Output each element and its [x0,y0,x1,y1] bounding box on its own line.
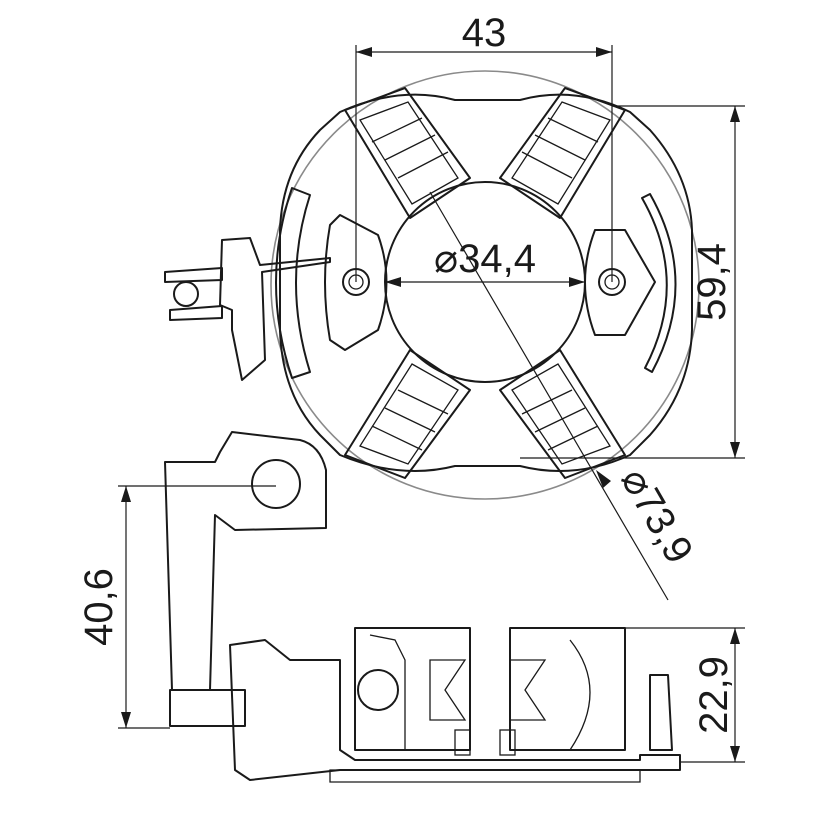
base-plate [279,93,693,473]
left-spring-cover [275,187,311,379]
dimension-label-43: 43 [462,11,507,55]
right-ear [584,229,656,336]
brush-holder-top-right [499,87,626,219]
terminal-hole [251,459,301,509]
side-view-right [229,627,681,783]
dimension-22-9: 22,9 [625,627,745,763]
holder-block-right [509,627,626,751]
side-view-left [164,431,327,727]
base-profile [229,639,681,781]
terminal-connector [164,237,331,381]
top-view [164,70,700,601]
terminal-bracket [164,431,327,691]
left-ear [324,214,388,351]
dimension-40-6: 40,6 [77,485,276,729]
dimension-73-9: ⌀73,9 [596,461,701,571]
brush-holder-bottom-left [344,349,471,479]
holder-block-left [354,627,471,751]
dimension-label-73-9: ⌀73,9 [612,461,701,571]
dimension-label-40-6: 40,6 [77,568,121,646]
dimension-label-22-9: 22,9 [692,656,736,734]
dimension-label-bore: ⌀34,4 [434,237,536,281]
outer-diameter-circle [270,70,700,500]
brush-holder-bottom-right [499,349,626,479]
dimension-59-4: 59,4 [520,105,745,459]
brush-holder-top-left [344,87,471,219]
dimension-label-59-4: 59,4 [690,243,734,321]
right-spring [641,193,677,373]
dimension-43: 43 [355,11,613,282]
diameter-leader [429,191,669,601]
dimension-bore: ⌀34,4 [385,237,585,287]
right-clip [649,674,673,751]
terminal-stub [169,689,246,727]
